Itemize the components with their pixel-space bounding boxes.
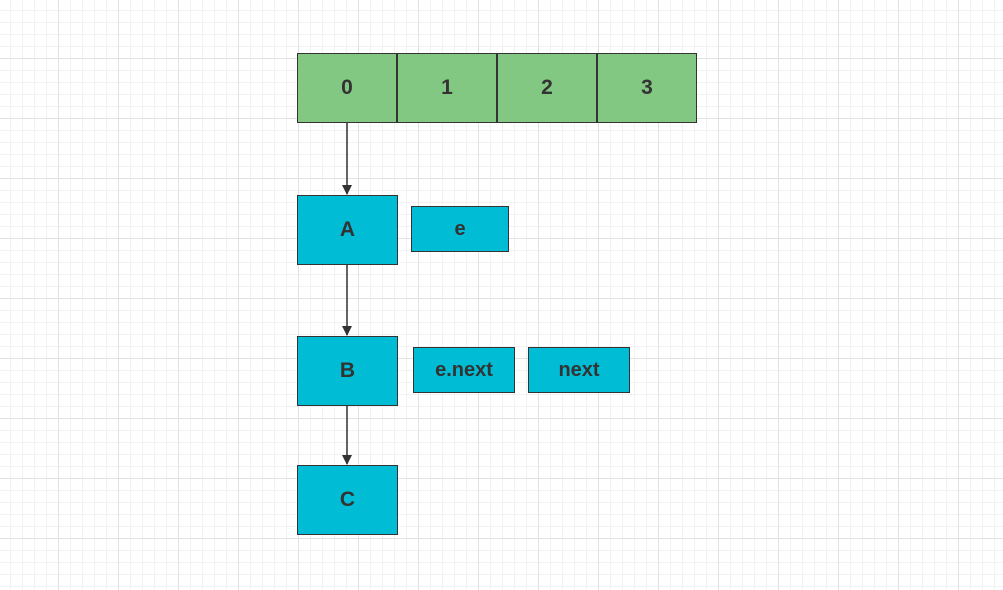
- node-c: C: [297, 465, 398, 535]
- node-a: A: [297, 195, 398, 265]
- pointer-e: e: [411, 206, 509, 252]
- array-cell-3: 3: [597, 53, 697, 123]
- array-cell-0: 0: [297, 53, 397, 123]
- pointer-next: next: [528, 347, 630, 393]
- node-b: B: [297, 336, 398, 406]
- array-cell-1: 1: [397, 53, 497, 123]
- pointer-e-next: e.next: [413, 347, 515, 393]
- array-cell-2: 2: [497, 53, 597, 123]
